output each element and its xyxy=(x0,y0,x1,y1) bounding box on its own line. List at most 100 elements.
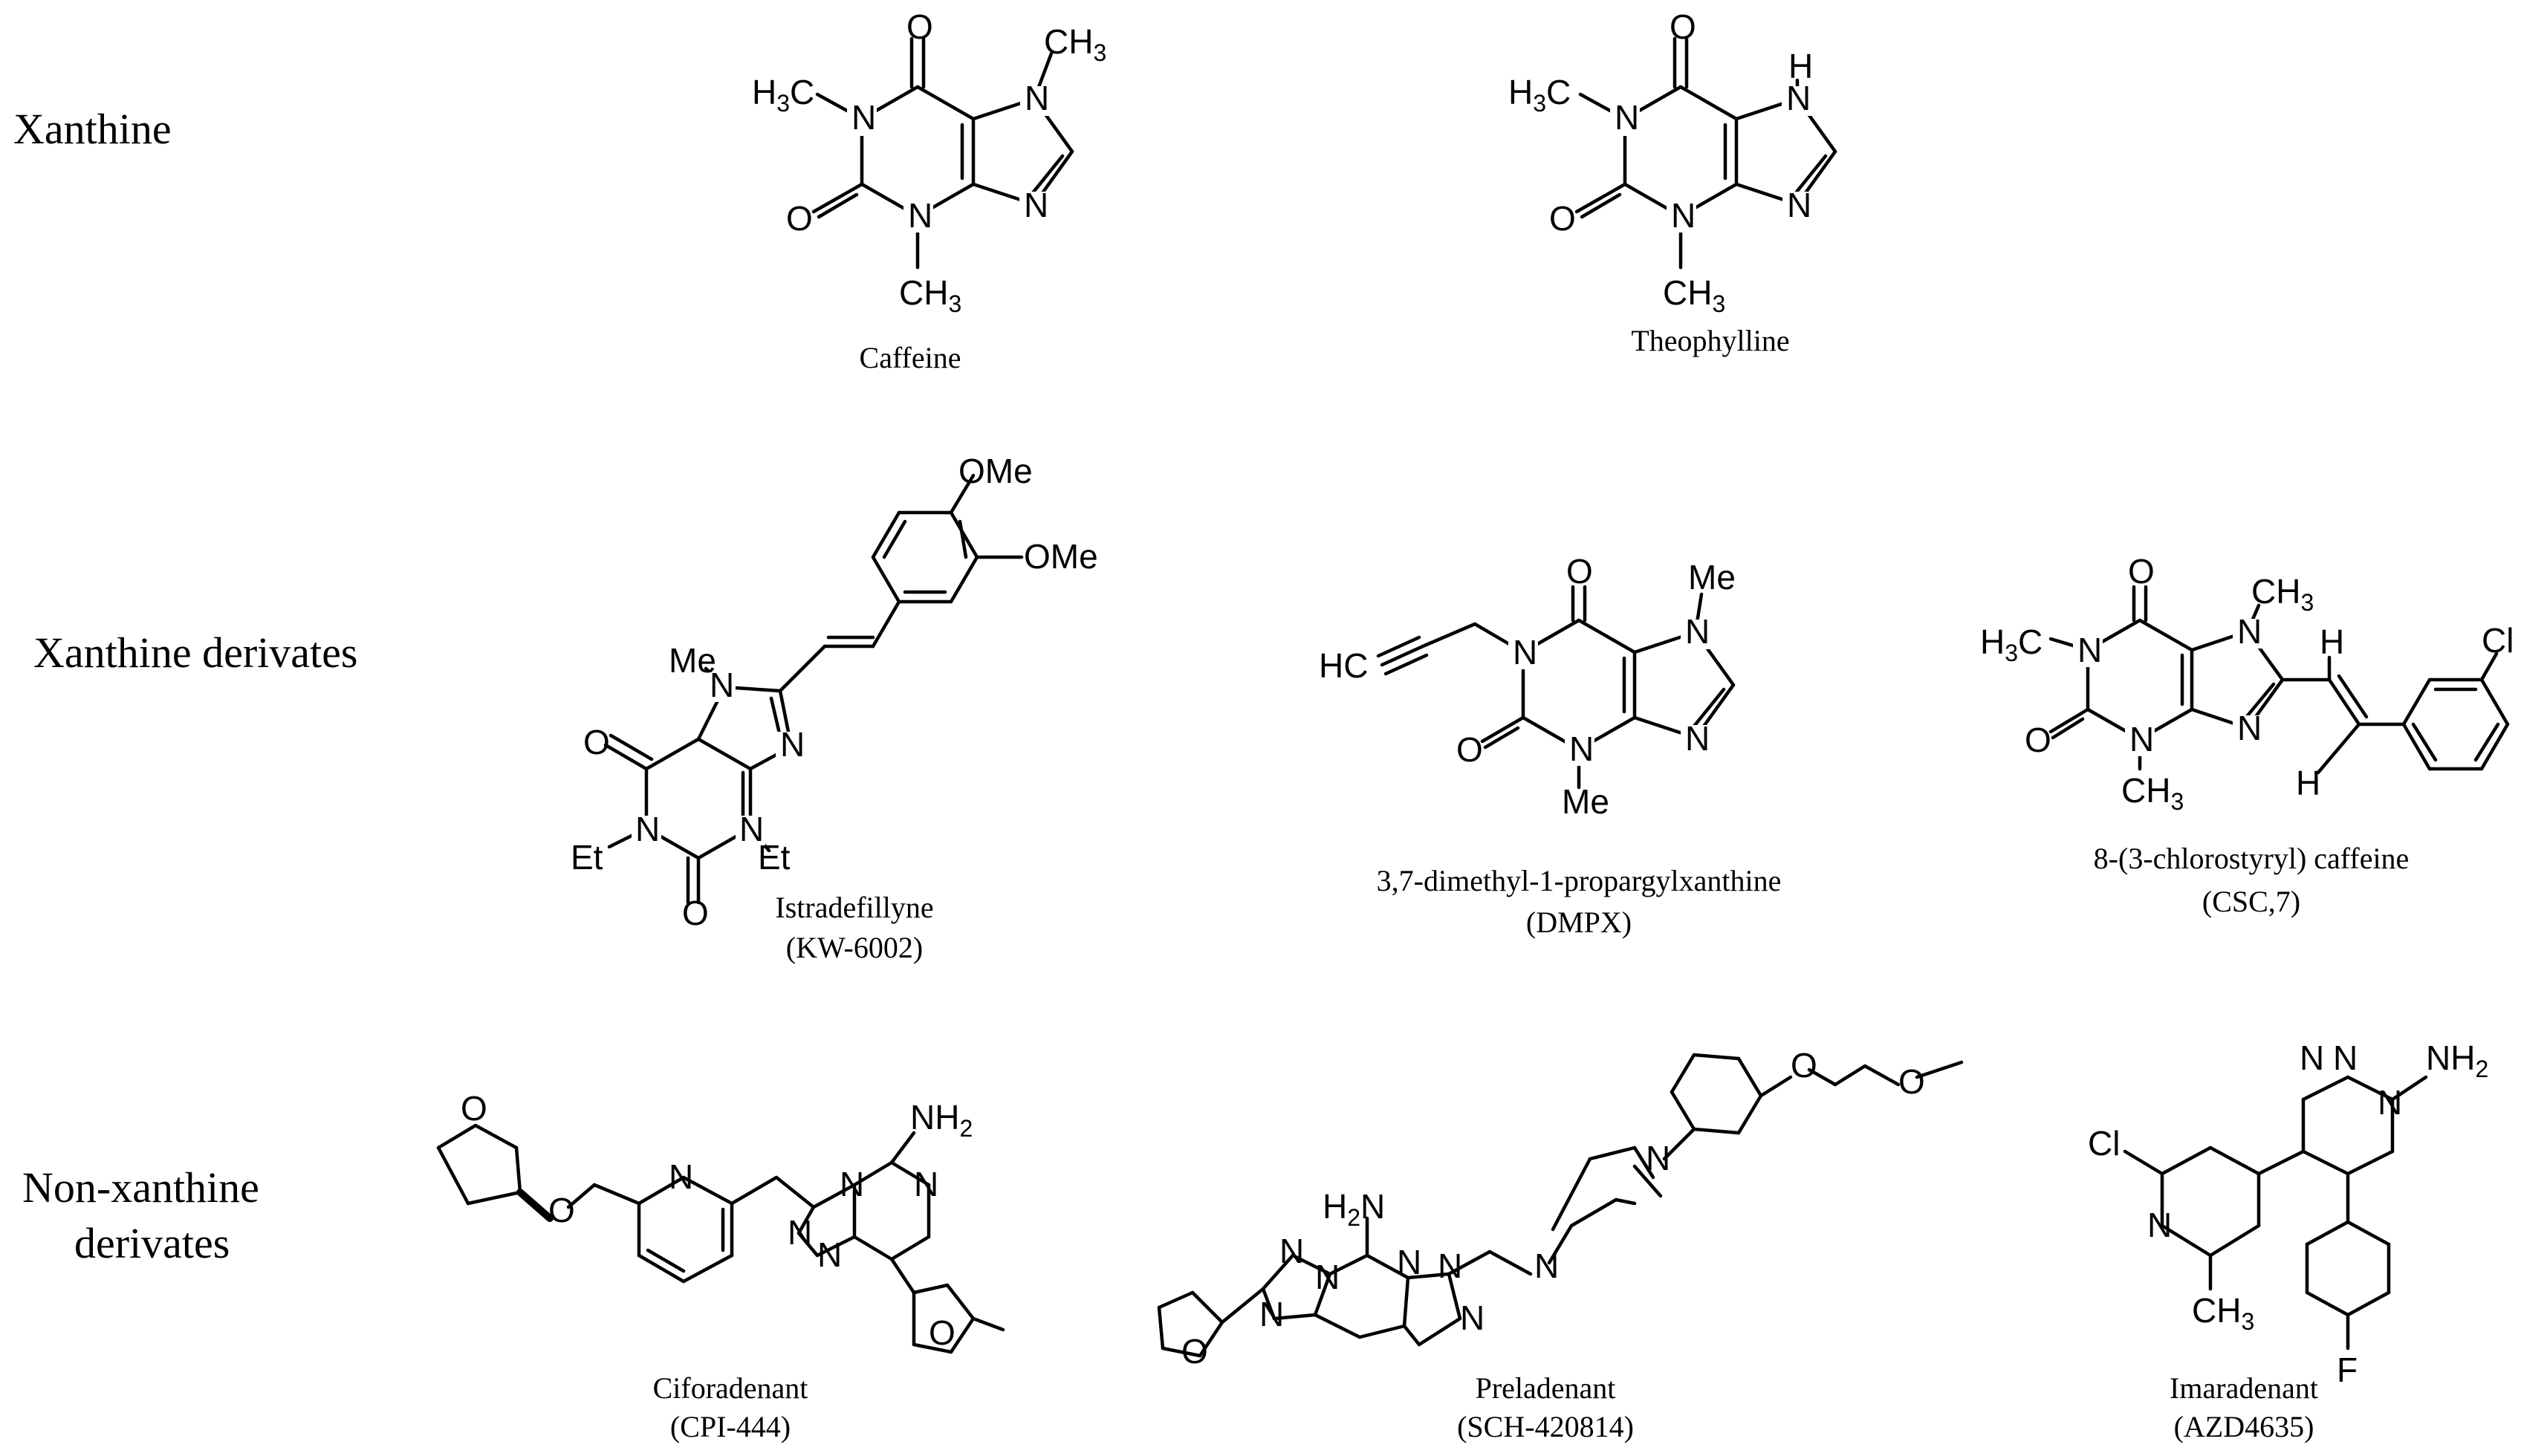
preladenant-furan-o: O xyxy=(1181,1332,1208,1371)
theophylline-n7: N xyxy=(1786,79,1811,117)
csc-ch3-top: CH3 xyxy=(2251,572,2314,616)
dmpx-n9: N xyxy=(1685,719,1710,758)
preladenant-n1: N xyxy=(1279,1232,1304,1270)
imaradenant-pyridine-n: N xyxy=(2147,1206,2172,1244)
imaradenant-cl: Cl xyxy=(2088,1124,2120,1163)
caption-ciforadenant-name: Ciforadenant xyxy=(652,1371,808,1405)
caption-preladenant-code: (SCH-420814) xyxy=(1457,1410,1634,1443)
caffeine-n7: N xyxy=(1025,79,1049,117)
caffeine-ch3-bottom: CH3 xyxy=(899,273,961,317)
ciforadenant-furan-o: O xyxy=(929,1313,955,1352)
structure-dmpx: N N N N O O Me Me HC xyxy=(1319,552,1736,821)
row-label-xanthine: Xanthine xyxy=(13,105,172,153)
preladenant-o2: O xyxy=(1898,1062,1925,1101)
csc-n1: N xyxy=(2077,631,2102,669)
caption-preladenant-name: Preladenant xyxy=(1475,1371,1616,1405)
row-label-xanthine-derivates: Xanthine derivates xyxy=(33,628,358,677)
preladenant-n6: N xyxy=(1438,1247,1462,1285)
caption-istradefylline-name: Istradefillyne xyxy=(775,891,934,924)
istradefylline-n1: N xyxy=(635,810,660,848)
csc-o2: O xyxy=(2025,721,2051,759)
structure-preladenant: O N N N N N N N N O O H2N xyxy=(1157,1046,1964,1371)
preladenant-n3: N xyxy=(1315,1258,1340,1296)
dmpx-me-bottom: Me xyxy=(1562,782,1609,821)
istradefylline-n3: N xyxy=(739,810,764,848)
istradefylline-o2: O xyxy=(682,894,709,932)
structure-istradefylline: N N N N O O Me Et Et OMe OMe xyxy=(571,452,1098,932)
caption-csc-name: 8-(3-chlorostyryl) caffeine xyxy=(2093,842,2410,875)
theophylline-ch3-bottom: CH3 xyxy=(1663,273,1725,317)
csc-n9: N xyxy=(2237,709,2262,747)
caffeine-n9: N xyxy=(1024,186,1048,224)
ciforadenant-ether-o: O xyxy=(548,1191,575,1229)
caption-ciforadenant-code: (CPI-444) xyxy=(669,1410,791,1443)
istradefylline-et-left: Et xyxy=(571,838,603,877)
preladenant-nh2: H2N xyxy=(1323,1187,1385,1231)
csc-h-top: H xyxy=(2320,623,2344,661)
caffeine-n1: N xyxy=(851,98,876,137)
structure-imaradenant: N N N N Cl CH3 F NH2 xyxy=(2088,1039,2488,1389)
dmpx-n7: N xyxy=(1685,612,1710,651)
csc-n3: N xyxy=(2129,720,2154,758)
theophylline-o2: O xyxy=(1549,199,1576,238)
csc-ch3-bottom: CH3 xyxy=(2121,771,2184,815)
caption-istradefylline-code: (KW-6002) xyxy=(785,931,924,964)
structure-ciforadenant: O O N N N N N O NH2 xyxy=(436,1089,1005,1354)
structure-theophylline: N N N N H O O H3C CH3 xyxy=(1508,7,1837,317)
istradefylline-ome-top: OMe xyxy=(958,452,1033,490)
dmpx-me-top: Me xyxy=(1688,558,1736,597)
caption-dmpx-code: (DMPX) xyxy=(1525,906,1632,939)
istradefylline-ome-right: OMe xyxy=(1024,537,1098,576)
caption-imaradenant-code: (AZD4635) xyxy=(2173,1410,2314,1443)
theophylline-h7: H xyxy=(1788,47,1813,85)
caption-caffeine: Caffeine xyxy=(859,341,961,374)
caption-dmpx-name: 3,7-dimethyl-1-propargylxanthine xyxy=(1376,864,1782,897)
theophylline-o6: O xyxy=(1670,7,1696,46)
row-label-non-xanthine-line2: derivates xyxy=(74,1219,230,1267)
dmpx-o6: O xyxy=(1566,552,1593,591)
imaradenant-nh2: NH2 xyxy=(2426,1039,2488,1082)
istradefylline-me: Me xyxy=(669,641,716,680)
caffeine-o2: O xyxy=(786,199,813,238)
preladenant-o1: O xyxy=(1791,1046,1817,1085)
csc-ch3-left: H3C xyxy=(1980,623,2043,666)
preladenant-n2: N xyxy=(1259,1295,1284,1333)
csc-cl: Cl xyxy=(2482,621,2514,660)
row-label-non-xanthine-line1: Non-xanthine xyxy=(22,1163,259,1212)
imaradenant-n3: N xyxy=(2378,1083,2402,1122)
istradefylline-o6: O xyxy=(583,723,610,761)
caffeine-o6: O xyxy=(906,7,933,46)
preladenant-pip-n2: N xyxy=(1646,1139,1670,1177)
theophylline-n3: N xyxy=(1671,196,1696,235)
ciforadenant-n4: N xyxy=(817,1235,842,1274)
caffeine-ch3-left: H3C xyxy=(752,73,814,117)
ciforadenant-thf-o: O xyxy=(461,1089,487,1128)
istradefylline-et-right: Et xyxy=(758,838,791,877)
istradefylline-n9: N xyxy=(780,725,805,764)
theophylline-n9: N xyxy=(1787,186,1811,224)
dmpx-n1: N xyxy=(1513,633,1537,672)
preladenant-n4: N xyxy=(1397,1243,1421,1281)
imaradenant-n1: N xyxy=(2300,1039,2324,1077)
caption-csc-code: (CSC,7) xyxy=(2202,885,2301,918)
ciforadenant-pyridine-n: N xyxy=(669,1157,693,1196)
ciforadenant-n1: N xyxy=(840,1165,864,1203)
csc-o6: O xyxy=(2128,552,2155,591)
dmpx-n3: N xyxy=(1569,729,1594,768)
imaradenant-f: F xyxy=(2337,1351,2358,1389)
caption-theophylline: Theophylline xyxy=(1631,324,1790,357)
theophylline-n1: N xyxy=(1615,98,1639,137)
csc-h-bottom: H xyxy=(2296,764,2320,802)
ciforadenant-n3: N xyxy=(788,1213,812,1252)
imaradenant-ch3: CH3 xyxy=(2192,1291,2254,1335)
caption-imaradenant-name: Imaradenant xyxy=(2170,1371,2318,1405)
istradefylline-n7: N xyxy=(710,666,734,704)
dmpx-o2: O xyxy=(1456,730,1483,769)
dmpx-hc: HC xyxy=(1319,646,1368,685)
imaradenant-n2: N xyxy=(2333,1039,2358,1077)
preladenant-n5: N xyxy=(1460,1299,1485,1337)
ciforadenant-nh2: NH2 xyxy=(910,1098,973,1142)
ciforadenant-n2: N xyxy=(914,1165,938,1203)
